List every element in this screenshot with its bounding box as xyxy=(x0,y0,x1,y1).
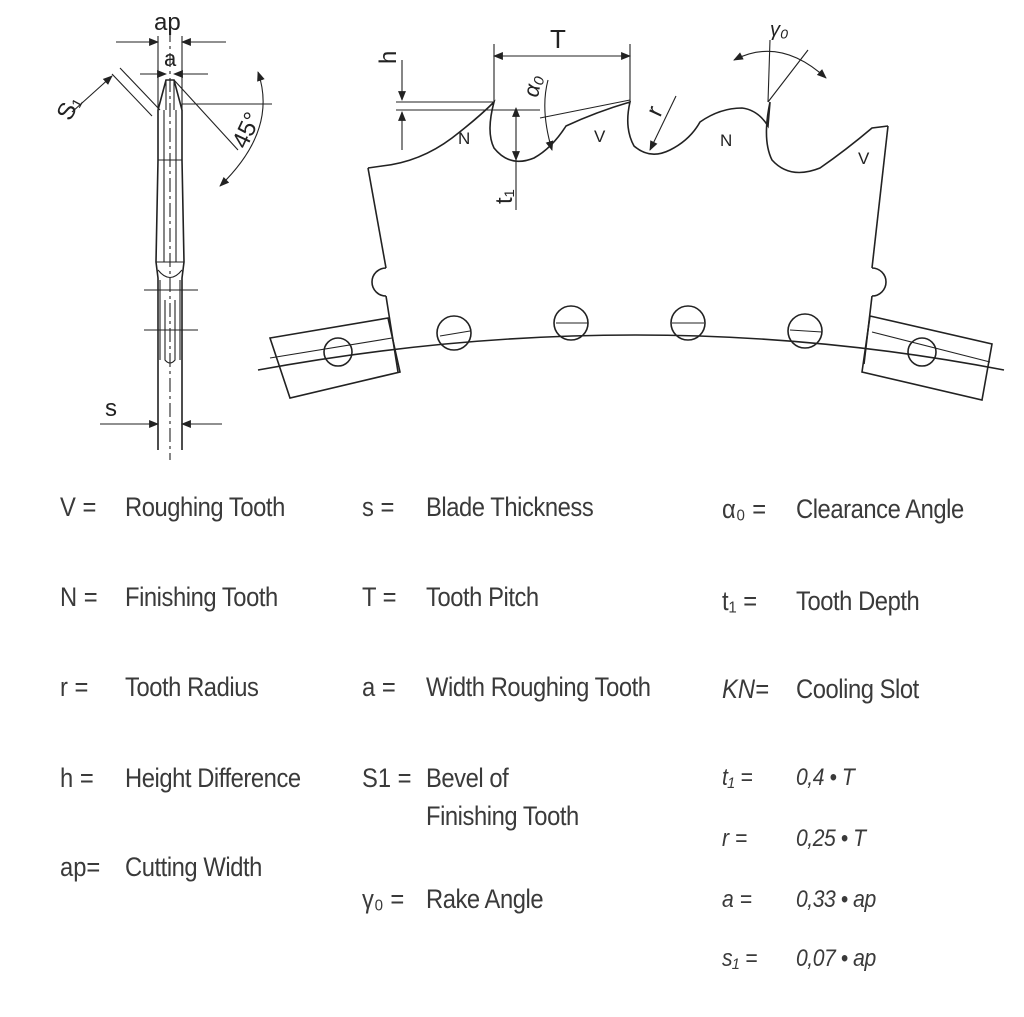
formula-text: 0,4 • T xyxy=(796,764,855,791)
label-a: a xyxy=(164,46,177,71)
legend-text: Rake Angle xyxy=(426,884,544,914)
legend-symbol: N = xyxy=(60,582,98,612)
legend-text-cont: Finishing Tooth xyxy=(426,801,579,831)
side-view: ap a S₁ 45° s xyxy=(51,9,272,460)
label-N-2: N xyxy=(720,131,732,150)
legend-text: Tooth Radius xyxy=(125,672,259,702)
label-N-1: N xyxy=(458,129,470,148)
formula-symbol: s₁ = xyxy=(722,945,758,972)
legend-text: Clearance Angle xyxy=(796,494,964,524)
label-h: h xyxy=(375,51,402,64)
legend-symbol: T = xyxy=(362,582,397,612)
legend-text: Cutting Width xyxy=(125,852,262,882)
legend-symbol: γ₀ = xyxy=(362,884,405,914)
legend-text: Height Difference xyxy=(125,763,301,793)
technical-diagram: ap a S₁ 45° s xyxy=(51,9,1005,460)
legend-symbol: KN= xyxy=(722,674,769,704)
legend-symbol: t₁ = xyxy=(722,586,758,616)
legend-text: Blade Thickness xyxy=(426,492,594,522)
legend-symbol: r = xyxy=(60,672,89,702)
legend-symbol: a = xyxy=(362,672,396,702)
legend-text: Tooth Pitch xyxy=(426,582,539,612)
label-alpha: α₀ xyxy=(518,73,546,99)
blade-view: T h α₀ γ₀ r t₁ N V N V xyxy=(257,19,1005,401)
legend-text: Finishing Tooth xyxy=(125,582,278,612)
label-V-1: V xyxy=(594,127,606,146)
label-ap: ap xyxy=(154,9,181,36)
legend-text: Cooling Slot xyxy=(796,674,919,704)
legend-text: Width Roughing Tooth xyxy=(426,672,651,702)
formula-text: 0,25 • T xyxy=(796,825,866,852)
formula-text: 0,07 • ap xyxy=(796,945,876,972)
label-V-2: V xyxy=(858,149,870,168)
rivet-holes xyxy=(436,305,823,351)
label-t1: t₁ xyxy=(491,189,518,204)
legend-text: Bevel of xyxy=(426,763,509,793)
formula-symbol: a = xyxy=(722,886,752,913)
legend-symbol: V = xyxy=(60,492,97,522)
formula-symbol: t₁ = xyxy=(722,764,753,791)
legend-symbol: ap= xyxy=(60,852,101,882)
legend-text: Tooth Depth xyxy=(796,586,920,616)
legend-symbol: h = xyxy=(60,763,94,793)
legend-symbol: S1 = xyxy=(362,763,412,793)
legend-symbol: α₀ = xyxy=(722,494,767,524)
legend-symbol: s = xyxy=(362,492,395,522)
legend-text: Roughing Tooth xyxy=(125,492,285,522)
formula-text: 0,33 • ap xyxy=(796,886,876,913)
label-T: T xyxy=(550,24,566,54)
label-s: s xyxy=(105,395,117,422)
label-gamma: γ₀ xyxy=(770,19,788,41)
formula-symbol: r = xyxy=(722,825,748,852)
